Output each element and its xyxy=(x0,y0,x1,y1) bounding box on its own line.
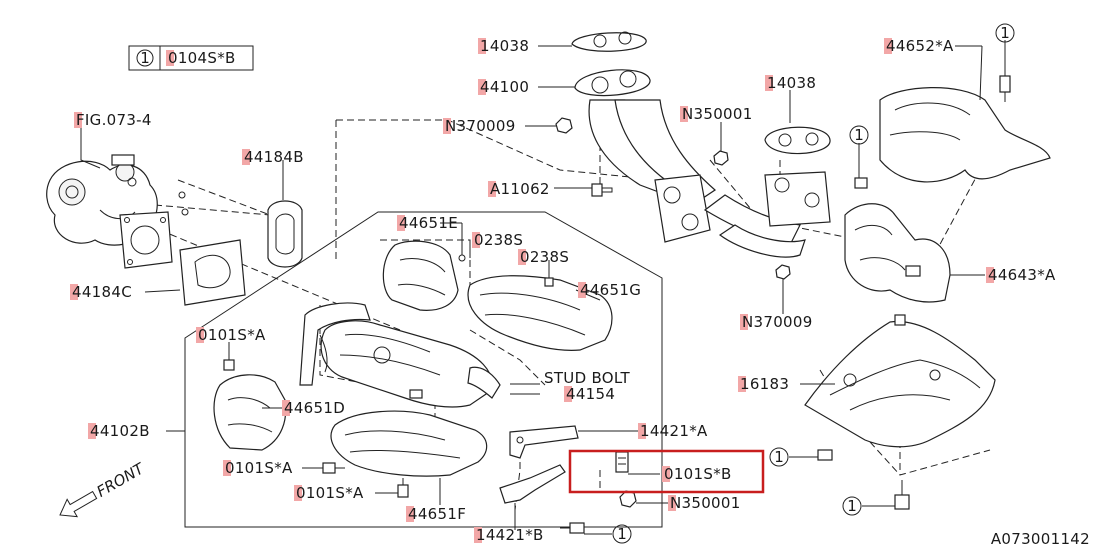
label-0101sa-b[interactable]: 0101S*A xyxy=(225,459,293,477)
heat-shield-44643a xyxy=(844,203,951,303)
shield-44651d xyxy=(213,359,287,451)
leader-lines xyxy=(80,40,1006,535)
shield-44651f xyxy=(330,410,488,477)
shield-44651g xyxy=(467,275,613,351)
label-0101sb[interactable]: 0101S*B xyxy=(664,465,732,483)
label-0101sa-a[interactable]: 0101S*A xyxy=(198,326,266,344)
label-n370009-b[interactable]: N370009 xyxy=(742,313,813,331)
gasket-14038-right xyxy=(764,126,831,155)
gasket-14038-top xyxy=(571,31,647,52)
label-a11062[interactable]: A11062 xyxy=(490,180,550,198)
label-fig-073-4[interactable]: FIG.073-4 xyxy=(76,111,152,129)
y-pipe xyxy=(588,99,831,258)
label-44651g[interactable]: 44651G xyxy=(580,281,641,299)
label-0238s-b[interactable]: 0238S xyxy=(520,248,569,266)
callout-markers: 1 1 1 1 1 xyxy=(612,23,1015,544)
gasket-44184c-2 xyxy=(179,239,246,306)
stud-0101sb xyxy=(615,451,629,473)
label-44100[interactable]: 44100 xyxy=(480,78,529,96)
label-44651e[interactable]: 44651E xyxy=(399,214,458,232)
label-n370009-a[interactable]: N370009 xyxy=(445,117,516,135)
legend-number: 1 xyxy=(140,49,150,67)
cat-bracket xyxy=(299,302,371,386)
label-14038-right[interactable]: 14038 xyxy=(767,74,816,92)
gasket-44184b xyxy=(267,200,303,268)
legend-code: 0104S*B xyxy=(168,49,236,67)
catalytic-converter xyxy=(320,320,501,408)
nut-n350001-b xyxy=(619,490,637,508)
bolts-right xyxy=(817,449,910,510)
gasket-44184c xyxy=(119,211,173,269)
shield-44651e xyxy=(382,240,466,311)
nuts xyxy=(555,117,791,280)
label-16183[interactable]: 16183 xyxy=(740,375,789,393)
legend-box: 1 0104S*B xyxy=(128,45,254,71)
label-44154[interactable]: 44154 xyxy=(566,385,615,403)
label-44651d[interactable]: 44651D xyxy=(284,399,345,417)
figure-id: A073001142 xyxy=(991,530,1090,547)
label-0238s-a[interactable]: 0238S xyxy=(474,231,523,249)
flange-44100 xyxy=(574,69,651,97)
label-n350001-b[interactable]: N350001 xyxy=(670,494,741,512)
front-indicator: FRONT xyxy=(59,459,149,518)
label-44184c[interactable]: 44184C xyxy=(72,283,132,301)
label-14421a[interactable]: 14421*A xyxy=(640,422,708,440)
label-44652a[interactable]: 44652*A xyxy=(886,37,954,55)
assembly-outline xyxy=(184,211,663,528)
label-stud-bolt[interactable]: STUD BOLT xyxy=(544,369,631,387)
heat-shield-44652a xyxy=(854,75,1051,189)
label-0101sa-c[interactable]: 0101S*A xyxy=(296,484,364,502)
bracket-14421a xyxy=(509,425,579,459)
callout-1-e: 1 xyxy=(617,525,627,543)
label-44184b[interactable]: 44184B xyxy=(244,148,304,166)
front-label: FRONT xyxy=(94,459,149,501)
label-n350001-a[interactable]: N350001 xyxy=(682,105,753,123)
label-14038-top[interactable]: 14038 xyxy=(480,37,529,55)
callout-1-d: 1 xyxy=(847,497,857,515)
callout-1-b: 1 xyxy=(854,126,864,144)
highlight-box xyxy=(568,449,765,494)
label-44651f[interactable]: 44651F xyxy=(408,505,466,523)
callout-1-c: 1 xyxy=(774,448,784,466)
under-cover-16183 xyxy=(804,314,996,448)
callout-1-a: 1 xyxy=(1000,24,1010,42)
part-labels[interactable]: 14038 44100 N370009 N350001 14038 44652*… xyxy=(70,37,1056,544)
label-44102b[interactable]: 44102B xyxy=(90,422,150,440)
label-14421b[interactable]: 14421*B xyxy=(476,526,544,544)
label-44643a[interactable]: 44643*A xyxy=(988,266,1056,284)
bracket-14421b xyxy=(499,464,585,534)
